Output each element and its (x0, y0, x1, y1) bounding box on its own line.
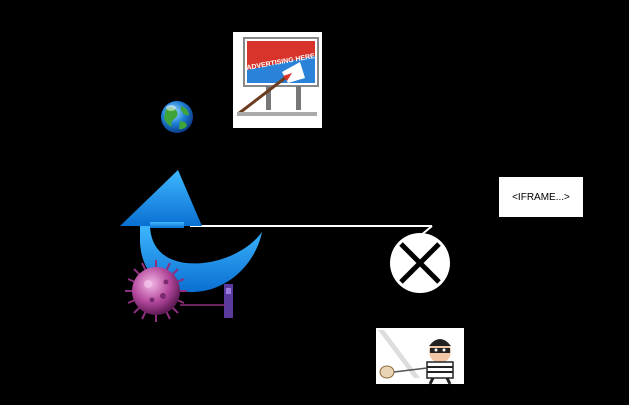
virus-icon (125, 260, 187, 322)
blocked-x-icon (390, 233, 450, 293)
thief-icon (376, 328, 464, 385)
globe-icon (161, 101, 193, 133)
tracker-marker (180, 284, 233, 318)
iframe-label: <IFRAME...> (512, 191, 570, 203)
iframe-label-box: <IFRAME...> (499, 177, 583, 217)
advertising-billboard-image: ADVERTISING HERE (233, 32, 322, 128)
